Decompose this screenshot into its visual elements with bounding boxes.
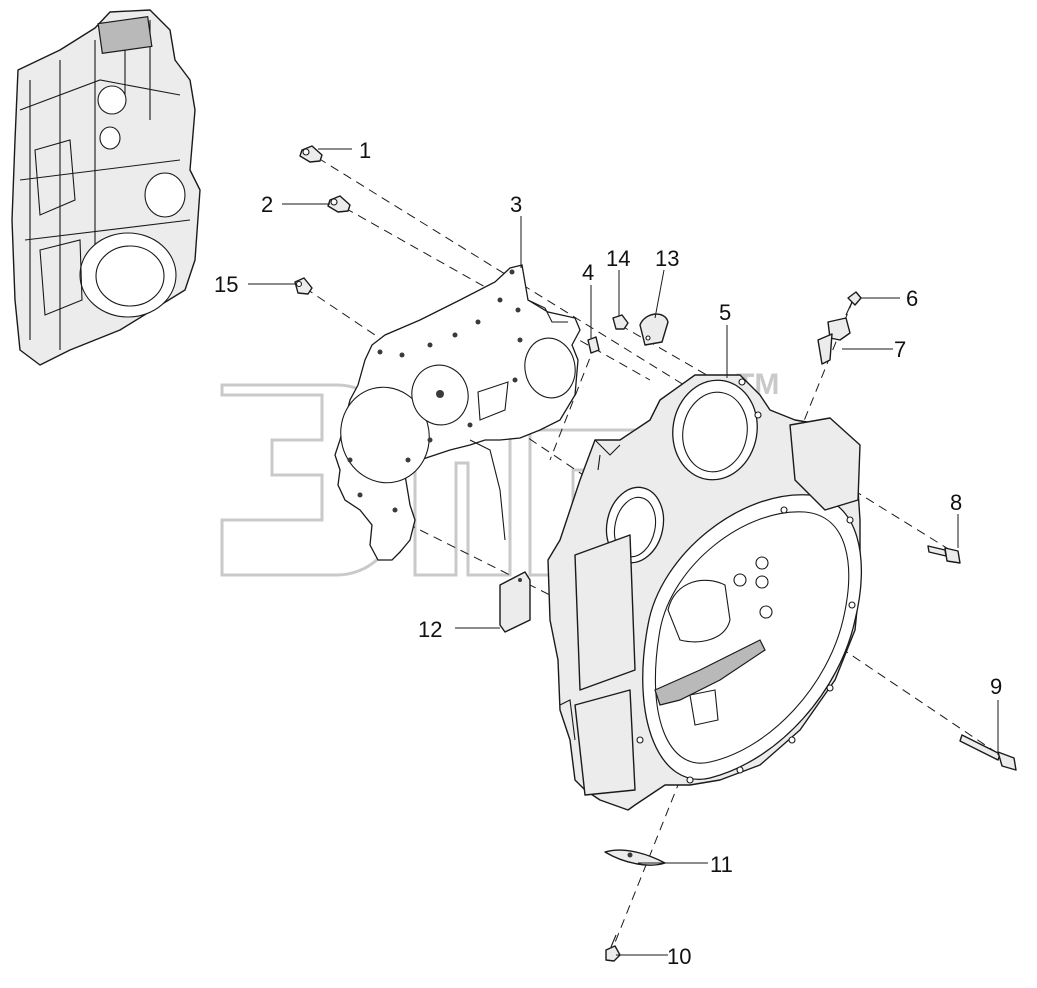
callout-12: 12: [418, 617, 442, 642]
callout-15: 15: [214, 272, 238, 297]
callout-6: 6: [906, 286, 918, 311]
part-8-bolt: [927, 545, 961, 564]
callout-10: 10: [667, 944, 691, 969]
part-4-dowel-pin: [587, 336, 600, 354]
part-10-screw: [605, 934, 621, 962]
part-13-cover: [639, 313, 669, 346]
part-15-bolt: [294, 277, 313, 295]
leader-lines: [248, 148, 999, 956]
callout-2: 2: [261, 192, 273, 217]
callout-14: 14: [606, 246, 630, 271]
callout-1: 1: [359, 138, 371, 163]
part-6-bolt: [845, 291, 862, 316]
part-2-bolt: [327, 195, 351, 213]
callout-4: 4: [582, 260, 594, 285]
part-7-sensor: [817, 317, 851, 365]
callout-3: 3: [510, 192, 522, 217]
part-14-screw: [612, 314, 629, 330]
part-12-cover-plate: [499, 571, 531, 633]
callout-7: 7: [894, 337, 906, 362]
engine-block-inset: [11, 9, 201, 366]
part-5-flywheel-housing: [547, 374, 863, 811]
callout-5: 5: [719, 300, 731, 325]
part-9-long-bolt: [959, 734, 1017, 771]
callout-labels: 1 2 3 4 5 6 7 8 9 10 11 12 13 14 15: [214, 138, 1002, 969]
part-1-bolt: [299, 145, 323, 163]
callout-11: 11: [710, 852, 733, 877]
callout-9: 9: [990, 674, 1002, 699]
part-3-plate: [334, 264, 581, 561]
callout-8: 8: [950, 490, 962, 515]
callout-13: 13: [655, 246, 679, 271]
